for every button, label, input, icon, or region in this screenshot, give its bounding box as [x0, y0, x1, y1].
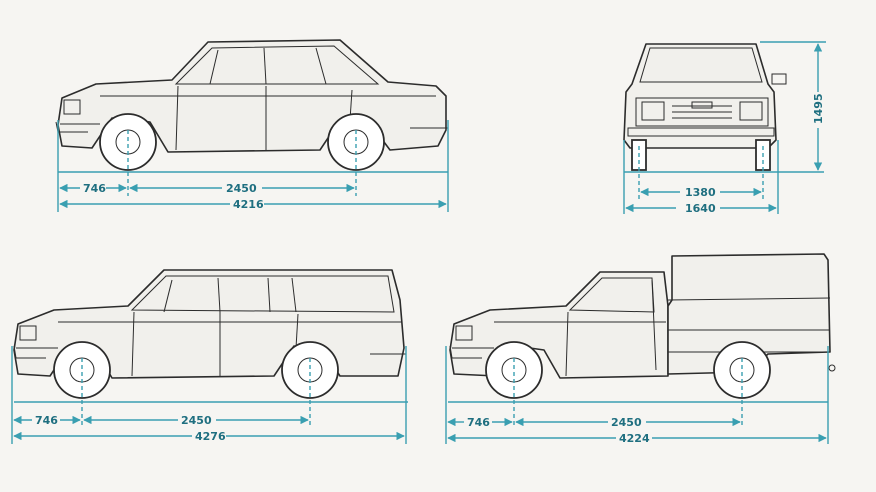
wagon-wheelbase-label: 2450 [181, 414, 212, 427]
front-overall-width-label: 1640 [685, 202, 716, 215]
sedan-side-view: 746 2450 4216 [55, 39, 449, 212]
sedan-front-overhang-label: 746 [83, 182, 106, 195]
pickup-wheelbase-label: 2450 [611, 416, 642, 429]
pickup-overall-length-label: 4224 [619, 432, 650, 445]
sedan-wheelbase-label: 2450 [226, 182, 257, 195]
wagon-side-view: 746 2450 4276 [11, 269, 408, 444]
pickup-front-overhang-label: 746 [467, 416, 490, 429]
sedan-overall-length-label: 4216 [233, 198, 264, 211]
wagon-front-overhang-label: 746 [35, 414, 58, 427]
sedan-front-view: 1495 1380 1640 [623, 41, 826, 215]
pickup-side-view: 746 2450 4224 [445, 253, 836, 445]
front-overall-height-label: 1495 [812, 93, 825, 124]
front-track-width-label: 1380 [685, 186, 716, 199]
wagon-overall-length-label: 4276 [195, 430, 226, 443]
